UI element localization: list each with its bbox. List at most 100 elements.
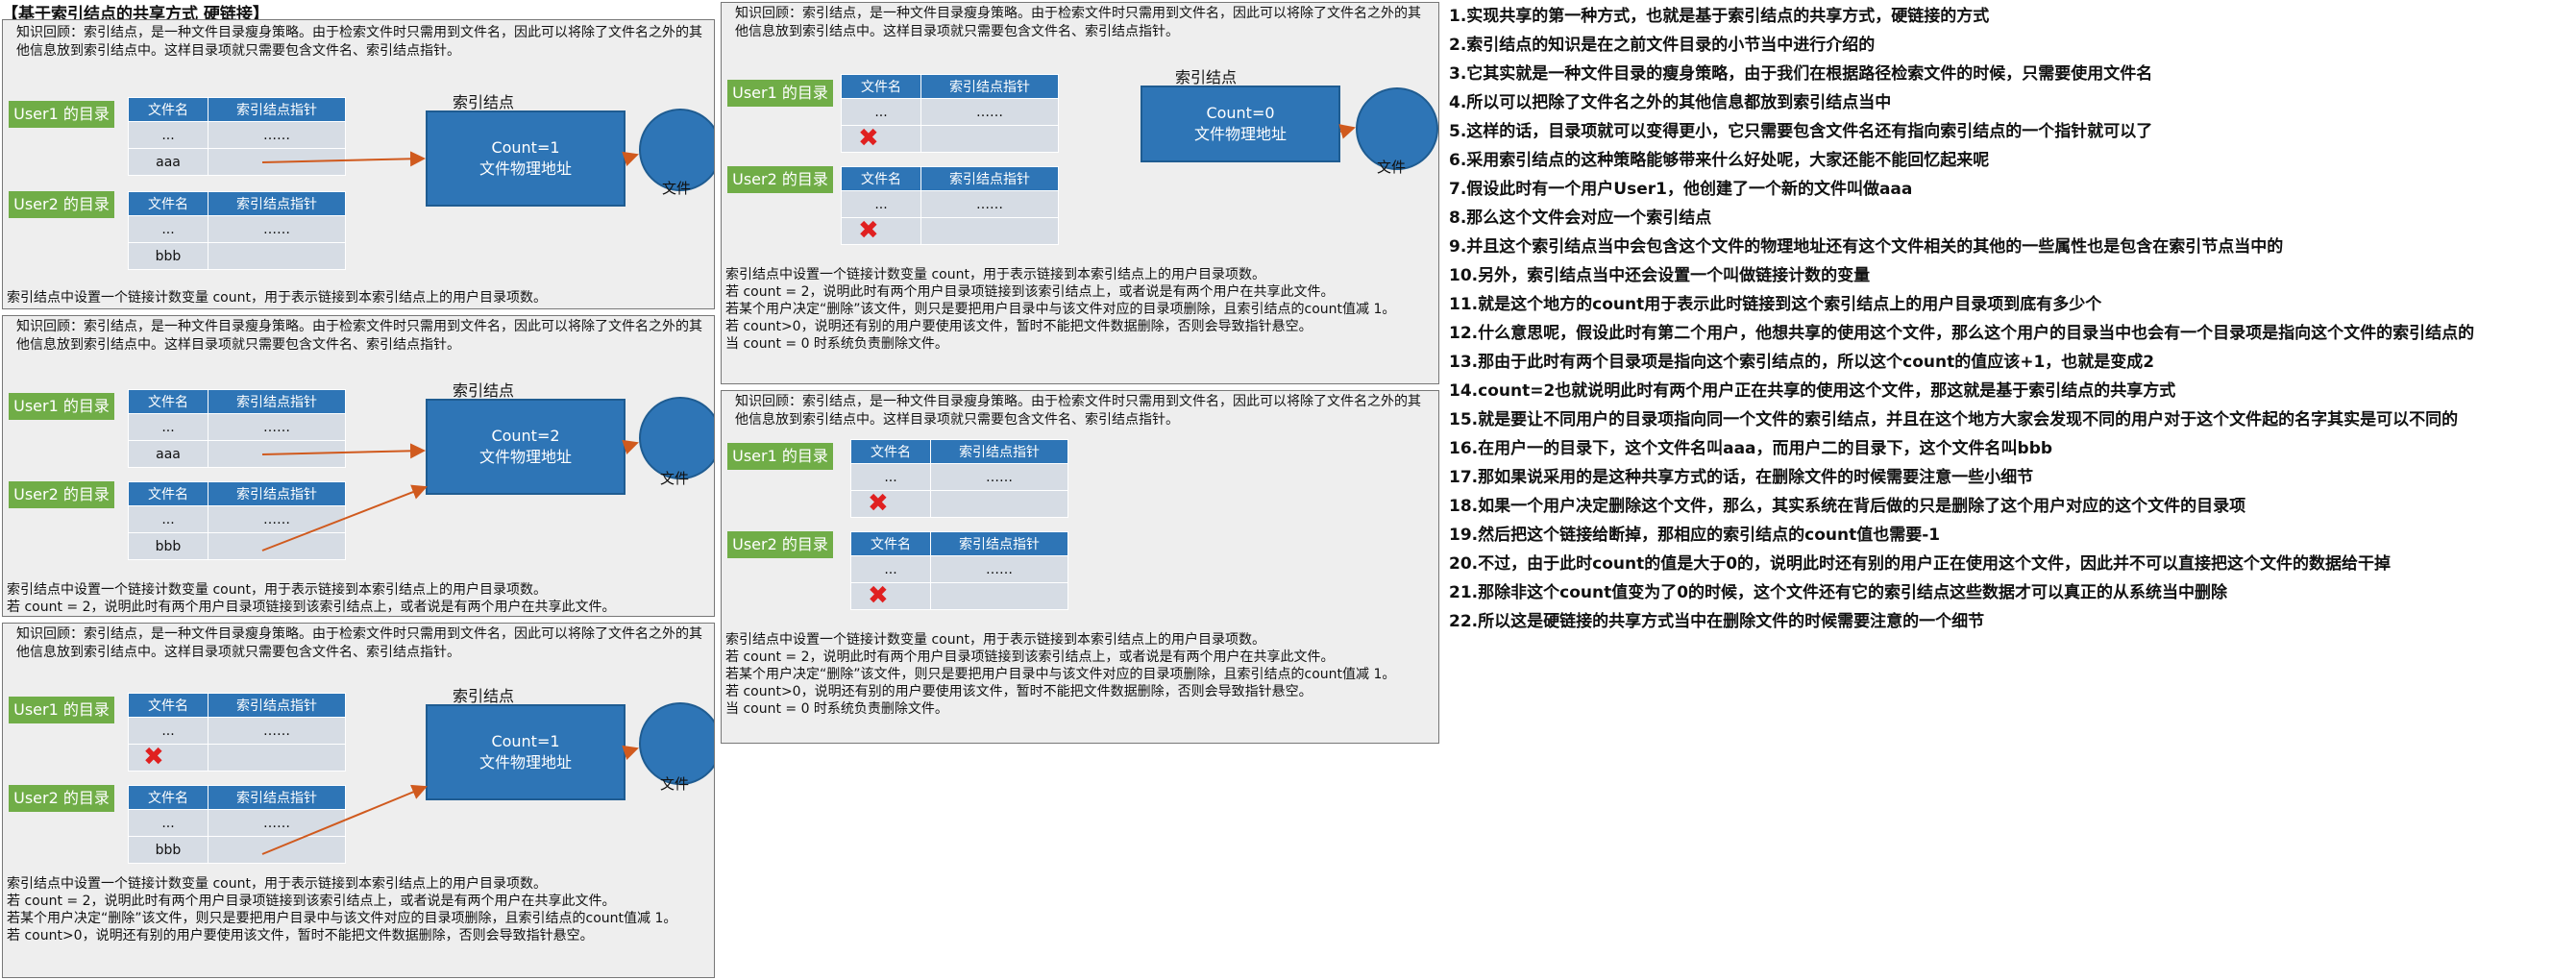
explanation-count-2: 若 count = 2，说明此时有两个用户目录项链接到该索引结点上，或者说是有两…: [725, 284, 1335, 300]
user1-dir-table: 文件名索引结点指针 ...……: [850, 439, 1068, 518]
user1-dir-label: User1 的目录: [727, 443, 833, 470]
filename-bbb: bbb: [128, 836, 209, 864]
count-value: Count=1: [491, 138, 560, 157]
col-pointer: 索引结点指针: [208, 481, 346, 506]
explanation-count: 索引结点中设置一个链接计数变量 count，用于表示链接到本索引结点上的用户目录…: [7, 876, 547, 892]
arrow-node-to-file: [622, 151, 639, 167]
user2-dir-label: User2 的目录: [727, 166, 833, 193]
intro-text: 知识回顾：索引结点，是一种文件目录瘦身策略。由于检索文件时只需用到文件名，因此可…: [16, 25, 702, 59]
step-item: 14.count=2也就说明此时有两个用户正在共享的使用这个文件，那这就是基于索…: [1449, 381, 2176, 401]
user2-dir-table: 文件名索引结点指针 ...…… bbb: [128, 191, 346, 270]
user1-dir-table: 文件名索引结点指针 ...…… aaa: [128, 389, 346, 468]
arrow-node-to-file: [622, 745, 639, 761]
table-cell: ...: [841, 98, 921, 126]
index-node: Count=2 文件物理地址: [426, 399, 626, 495]
filename-bbb: bbb: [128, 532, 209, 560]
table-cell: [128, 744, 209, 772]
table-cell: [208, 532, 346, 560]
index-node: Count=1 文件物理地址: [426, 110, 626, 207]
table-cell: ……: [930, 555, 1068, 583]
table-cell: ……: [208, 121, 346, 149]
explanation-text: 索引结点中设置一个链接计数变量 count，用于表示链接到本索引结点上的用户目录…: [7, 289, 708, 306]
table-cell: ……: [920, 98, 1059, 126]
table-cell: ...: [128, 121, 209, 149]
explanation-delete: 若某个用户决定“删除”该文件，则只是要把用户目录中与该文件对应的目录项删除，且索…: [725, 302, 1396, 317]
user1-dir-label: User1 的目录: [9, 697, 114, 723]
arrow-node-to-file: [1338, 124, 1356, 139]
file-label: 文件: [660, 470, 690, 487]
col-pointer: 索引结点指针: [208, 389, 346, 414]
user2-dir-table: 文件名索引结点指针 ...……: [850, 531, 1068, 610]
table-cell: [850, 582, 931, 610]
step-item: 2.索引结点的知识是在之前文件目录的小节当中进行介绍的: [1449, 36, 1876, 55]
filename-bbb: bbb: [128, 242, 209, 270]
table-cell: [920, 125, 1059, 153]
physical-address: 文件物理地址: [478, 159, 572, 178]
step-item: 7.假设此时有一个用户User1，他创建了一个新的文件叫做aaa: [1449, 180, 1913, 199]
step-item: 9.并且这个索引结点当中会包含这个文件的物理地址还有这个文件相关的其他的一些属性…: [1449, 237, 2284, 257]
arrow-node-to-file: [622, 439, 639, 455]
index-node-title: 索引结点: [1175, 68, 1238, 86]
step-item: 18.如果一个用户决定删除这个文件，那么，其实系统在背后做的只是删除了这个用户对…: [1449, 497, 2246, 516]
step-item: 1.实现共享的第一种方式，也就是基于索引结点的共享方式，硬链接的方式: [1449, 7, 1990, 26]
index-node-title: 索引结点: [453, 381, 515, 400]
col-filename: 文件名: [841, 74, 921, 99]
physical-address: 文件物理地址: [478, 753, 572, 772]
explanation-count-2: 若 count = 2，说明此时有两个用户目录项链接到该索引结点上，或者说是有两…: [7, 894, 616, 909]
deleted-entry-icon: ✖: [143, 743, 164, 772]
user2-dir-label: User2 的目录: [9, 785, 114, 812]
intro-text: 知识回顾：索引结点，是一种文件目录瘦身策略。由于检索文件时只需用到文件名，因此可…: [16, 626, 702, 660]
table-cell: [208, 836, 346, 864]
file-label: 文件: [662, 180, 692, 197]
diagram-panel-3: 知识回顾：索引结点，是一种文件目录瘦身策略。由于检索文件时只需用到文件名，因此可…: [2, 623, 715, 978]
table-cell: ……: [208, 717, 346, 745]
diagram-panel-5: 知识回顾：索引结点，是一种文件目录瘦身策略。由于检索文件时只需用到文件名，因此可…: [721, 390, 1439, 744]
step-item: 21.那除非这个count值变为了0的时候，这个文件还有它的索引结点这些数据才可…: [1449, 583, 2228, 602]
physical-address: 文件物理地址: [1193, 125, 1287, 143]
col-pointer: 索引结点指针: [920, 74, 1059, 99]
explanation-count: 索引结点中设置一个链接计数变量 count，用于表示链接到本索引结点上的用户目录…: [725, 632, 1265, 648]
user2-dir-table: 文件名索引结点指针 ...……: [841, 166, 1059, 245]
table-cell: [930, 490, 1068, 518]
deleted-entry-icon: ✖: [868, 489, 889, 518]
col-filename: 文件名: [128, 191, 209, 216]
table-cell: [920, 217, 1059, 245]
table-cell: [841, 217, 921, 245]
table-cell: ……: [208, 809, 346, 837]
diagram-panel-4: 知识回顾：索引结点，是一种文件目录瘦身策略。由于检索文件时只需用到文件名，因此可…: [721, 2, 1439, 384]
table-cell: [208, 440, 346, 468]
table-cell: [208, 744, 346, 772]
table-cell: ...: [841, 190, 921, 218]
user1-dir-table: 文件名索引结点指针 ...……: [128, 693, 346, 772]
explanation-text: 索引结点中设置一个链接计数变量 count，用于表示链接到本索引结点上的用户目录…: [725, 266, 1433, 353]
index-node-title: 索引结点: [453, 93, 515, 111]
deleted-entry-icon: ✖: [858, 216, 879, 245]
intro-text: 知识回顾：索引结点，是一种文件目录瘦身策略。由于检索文件时只需用到文件名，因此可…: [16, 319, 702, 353]
col-pointer: 索引结点指针: [930, 439, 1068, 464]
user1-dir-label: User1 的目录: [9, 101, 114, 128]
step-item: 13.那由于此时有两个目录项是指向这个索引结点的，所以这个count的值应该+1…: [1449, 353, 2155, 372]
table-cell: [208, 148, 346, 176]
step-item: 15.就是要让不同用户的目录项指向同一个文件的索引结点，并且在这个地方大家会发现…: [1449, 410, 2459, 429]
step-item: 17.那如果说采用的是这种共享方式的话，在删除文件的时候需要注意一些小细节: [1449, 468, 2034, 487]
step-item: 8.那么这个文件会对应一个索引结点: [1449, 208, 1712, 228]
step-item: 16.在用户一的目录下，这个文件名叫aaa，而用户二的目录下，这个文件名叫bbb: [1449, 439, 2053, 458]
filename-aaa: aaa: [128, 148, 209, 176]
table-cell: ...: [128, 505, 209, 533]
explanation-text: 索引结点中设置一个链接计数变量 count，用于表示链接到本索引结点上的用户目录…: [7, 875, 708, 944]
user1-dir-label: User1 的目录: [727, 80, 833, 107]
explanation-count-gt0: 若 count>0，说明还有别的用户要使用该文件，暂时不能把文件数据删除，否则会…: [7, 928, 594, 943]
count-value: Count=0: [1206, 104, 1275, 122]
user2-dir-table: 文件名索引结点指针 ...…… bbb: [128, 481, 346, 560]
deleted-entry-icon: ✖: [858, 124, 879, 153]
file-circle: [639, 109, 714, 191]
file-label: 文件: [1377, 159, 1407, 176]
explanation-count-eq0: 当 count = 0 时系统负责删除文件。: [725, 336, 948, 352]
table-cell: ……: [930, 463, 1068, 491]
table-cell: ……: [208, 505, 346, 533]
col-filename: 文件名: [850, 531, 931, 556]
table-cell: ...: [128, 809, 209, 837]
table-cell: ……: [208, 413, 346, 441]
col-pointer: 索引结点指针: [208, 97, 346, 122]
explanation-count: 索引结点中设置一个链接计数变量 count，用于表示链接到本索引结点上的用户目录…: [7, 582, 547, 598]
